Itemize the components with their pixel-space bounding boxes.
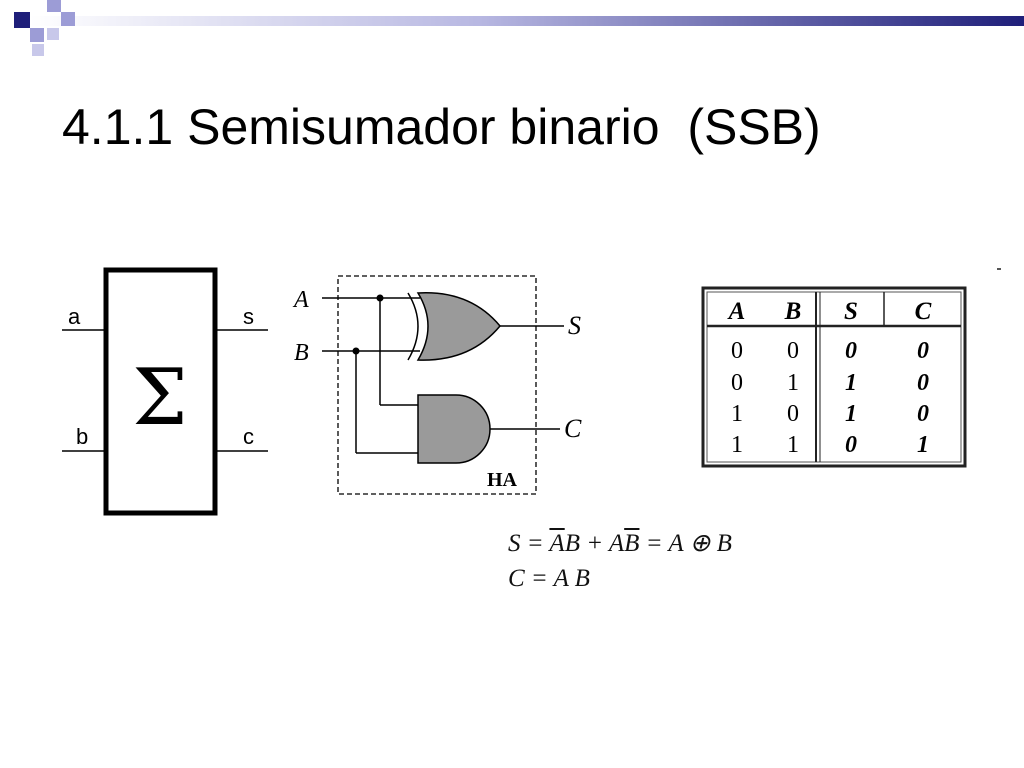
tt-cell: 0 bbox=[917, 401, 929, 427]
circuit-output-s: S bbox=[568, 311, 581, 340]
header-decoration bbox=[14, 0, 1024, 56]
deco-square bbox=[32, 44, 44, 56]
deco-square bbox=[30, 28, 44, 42]
tt-cell: 1 bbox=[787, 432, 799, 458]
circuit-input-b: B bbox=[294, 340, 309, 366]
truth-table: A B S C 0 0 0 0 0 1 1 0 1 0 1 0 1 1 0 1 bbox=[701, 286, 967, 468]
tt-cell: 1 bbox=[731, 401, 743, 427]
tt-cell: 1 bbox=[917, 432, 929, 458]
tt-header-s: S bbox=[844, 298, 858, 325]
circuit-output-c: C bbox=[564, 414, 582, 443]
block-output-s: s bbox=[243, 304, 254, 329]
stray-mark bbox=[997, 268, 1001, 270]
tt-cell: 1 bbox=[787, 370, 799, 396]
and-gate bbox=[417, 394, 491, 464]
junction-dot bbox=[376, 294, 384, 302]
tt-cell: 0 bbox=[787, 338, 799, 364]
block-input-a: a bbox=[68, 304, 81, 329]
header-gradient-bar bbox=[30, 16, 1024, 26]
block-input-b: b bbox=[76, 424, 88, 449]
adder-block-symbol: Σ a b s c bbox=[62, 267, 268, 516]
tt-cell: 1 bbox=[845, 401, 857, 427]
tt-cell: 0 bbox=[845, 338, 857, 364]
tt-cell: 0 bbox=[917, 370, 929, 396]
ha-label: HA bbox=[487, 469, 518, 491]
tt-cell: 0 bbox=[787, 401, 799, 427]
deco-square bbox=[14, 12, 30, 28]
half-adder-circuit: A B S C HA bbox=[292, 275, 582, 495]
xor-gate bbox=[407, 292, 501, 361]
tt-cell: 1 bbox=[731, 432, 743, 458]
deco-square bbox=[61, 12, 75, 26]
ha-dashed-box bbox=[337, 275, 537, 495]
equation-c: C = A B bbox=[508, 565, 590, 592]
tt-cell: 0 bbox=[731, 370, 743, 396]
tt-cell: 0 bbox=[845, 432, 857, 458]
block-output-c: c bbox=[243, 424, 254, 449]
equation-s: S = AB + AB = A ⊕ B bbox=[508, 530, 732, 557]
circuit-input-a: A bbox=[292, 287, 309, 313]
junction-dot bbox=[352, 347, 360, 355]
tt-header-c: C bbox=[915, 298, 932, 325]
deco-square bbox=[47, 28, 59, 40]
sigma-symbol: Σ bbox=[132, 353, 187, 443]
slide-title: 4.1.1 Semisumador binario (SSB) bbox=[62, 99, 821, 155]
deco-square bbox=[47, 0, 61, 12]
tt-cell: 1 bbox=[845, 370, 857, 396]
tt-header-b: B bbox=[784, 298, 802, 325]
adder-block bbox=[103, 267, 218, 516]
tt-cell: 0 bbox=[917, 338, 929, 364]
tt-cell: 0 bbox=[731, 338, 743, 364]
tt-header-a: A bbox=[727, 298, 746, 325]
